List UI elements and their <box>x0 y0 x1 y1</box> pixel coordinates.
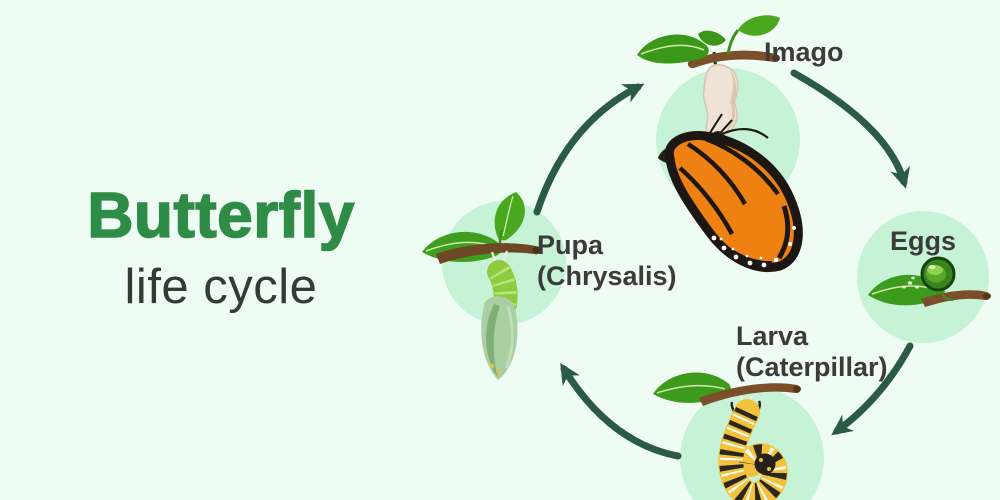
title-words-life-cycle: life cycle <box>124 260 318 315</box>
imago-label-text: Imago <box>764 37 844 67</box>
caterpillar-head <box>754 453 776 475</box>
caterpillar-illustration <box>653 372 801 500</box>
monarch-butterfly <box>658 113 803 272</box>
wing-margin-dots <box>711 226 796 268</box>
tiny-eggs <box>902 276 919 289</box>
caterpillar-body <box>718 399 788 500</box>
butterfly-illustration <box>637 15 803 272</box>
larva-sublabel-text: (Caterpillar) <box>736 352 888 382</box>
eggs-label-text: Eggs <box>889 226 956 256</box>
arrow-pupa-to-imago <box>533 83 645 216</box>
egg-on-leaf-illustration <box>868 256 991 307</box>
branch-icon <box>921 290 991 307</box>
branch-icon <box>687 50 780 69</box>
page-title: Butterfly life cycle <box>40 179 402 315</box>
arrow-imago-to-eggs <box>790 69 910 189</box>
chrysalis-body <box>481 260 518 380</box>
eggs-label: Eggs <box>857 226 989 257</box>
chrysalis-illustration <box>422 192 542 380</box>
title-word-butterfly: Butterfly <box>86 179 355 251</box>
pupa-sublabel-text: (Chrysalis) <box>537 261 677 291</box>
larva-label-text: Larva <box>736 321 809 351</box>
pupa-label: Pupa (Chrysalis) <box>537 230 677 292</box>
leaf-icon <box>637 15 780 64</box>
larva-label: Larva (Caterpillar) <box>736 321 888 383</box>
imago-label: Imago <box>764 37 844 68</box>
arrow-larva-to-pupa <box>560 362 682 460</box>
arrow-eggs-to-larva <box>831 342 914 436</box>
magnified-egg <box>920 256 956 292</box>
branch-icon <box>436 243 542 264</box>
pupa-label-text: Pupa <box>537 230 604 260</box>
egg-stem <box>940 290 954 301</box>
branch-icon <box>699 383 801 406</box>
empty-chrysalis-shell <box>702 64 739 141</box>
